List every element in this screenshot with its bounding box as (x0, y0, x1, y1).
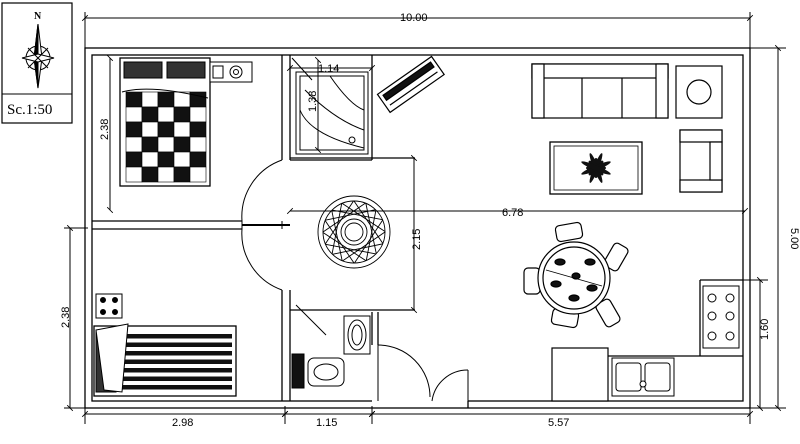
fridge-icon (551, 347, 609, 402)
dim-bedroom-bottom-height: 2.38 (60, 307, 72, 328)
nightstand-icon (209, 61, 253, 83)
single-bed-icon (93, 323, 237, 397)
dim-overall-width: 10.00 (400, 12, 428, 24)
tv-icon (376, 55, 445, 114)
legend-box: N Sc.1:50 (1, 2, 73, 124)
dim-hall-height: 2.15 (411, 229, 423, 250)
dim-bottom-right-width: 5.57 (548, 417, 569, 429)
dim-shower-width: 1.14 (318, 63, 339, 75)
dim-bedroom-top-height: 2.38 (99, 119, 111, 140)
bathroom-door-swing (295, 304, 327, 336)
armchair-icon (679, 129, 723, 193)
stove-icon (702, 285, 740, 349)
sofa-icon (531, 63, 669, 119)
dimension-lines (64, 12, 786, 424)
double-bed-icon (119, 57, 211, 187)
doors (241, 159, 469, 402)
dining-table-icon (523, 221, 629, 329)
coffee-table-icon (549, 141, 643, 195)
nightstand-2-icon (95, 293, 123, 319)
washbasin-icon (343, 315, 371, 355)
side-table-icon (675, 65, 723, 119)
dim-overall-height: 5.00 (788, 228, 800, 249)
compass-rose-icon (21, 23, 55, 89)
dim-bottom-left-width: 2.98 (172, 417, 193, 429)
walls (84, 47, 751, 409)
scale-text: Sc.1:50 (7, 102, 52, 118)
north-label: N (34, 11, 42, 22)
toilet-icon (291, 353, 345, 389)
dim-bottom-mid-width: 1.15 (316, 417, 337, 429)
dim-living-width: 6.78 (502, 207, 523, 219)
dim-shower-height: 1.38 (307, 91, 319, 112)
kitchen-sink-icon (611, 357, 675, 397)
dim-kitchen-height: 1.60 (759, 319, 771, 340)
round-rug-icon (317, 195, 391, 269)
shower-tray-icon (291, 57, 369, 155)
